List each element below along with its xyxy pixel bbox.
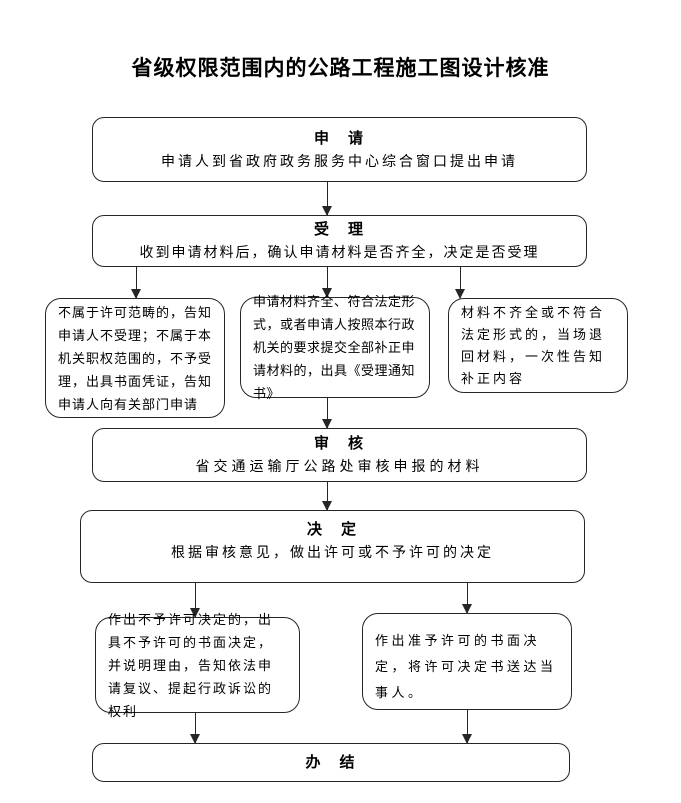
arrow-accept-to-return-materials <box>455 267 465 299</box>
node-decide-heading: 决 定 <box>306 521 358 538</box>
arrow-accept-to-reject-notice <box>131 267 141 299</box>
node-accept-body: 收到申请材料后，确认申请材料是否齐全，决定是否受理 <box>139 244 540 260</box>
page-title: 省级权限范围内的公路工程施工图设计核准 <box>131 57 550 80</box>
node-return-materials: 材料不齐全或不符合法定形式的，当场退回材料，一次性告知补正内容 <box>448 298 628 393</box>
node-complete-heading: 办 结 <box>305 753 357 771</box>
node-complete: 办 结 <box>92 743 570 782</box>
node-grant-decision: 作出准予许可的书面决定，将许可决定书送达当事人。 <box>362 613 572 710</box>
arrow-accept-notice-to-review <box>322 398 332 429</box>
node-apply-heading: 申 请 <box>313 129 365 147</box>
node-decide-body: 根据审核意见，做出许可或不予许可的决定 <box>171 544 494 560</box>
arrow-grant-to-complete <box>462 710 472 744</box>
arrow-deny-to-complete <box>190 713 200 744</box>
node-review-heading: 审 核 <box>313 435 365 452</box>
node-deny-decision-body: 作出不予许可决定的，出具不予许可的书面决定，并说明理由，告知依法申请复议、提起行… <box>108 611 274 719</box>
arrow-review-to-decide <box>322 482 332 511</box>
node-return-materials-body: 材料不齐全或不符合法定形式的，当场退回材料，一次性告知补正内容 <box>461 304 606 386</box>
node-decide: 决 定 根据审核意见，做出许可或不予许可的决定 <box>80 510 585 583</box>
arrow-decide-to-grant <box>462 583 472 614</box>
node-accept-heading: 受 理 <box>313 221 365 238</box>
node-deny-decision: 作出不予许可决定的，出具不予许可的书面决定，并说明理由，告知依法申请复议、提起行… <box>95 612 300 719</box>
node-review: 审 核 省交通运输厅公路处审核申报的材料 <box>92 428 587 482</box>
node-accept-notice: 申请材料齐全、符合法定形式，或者申请人按照本行政机关的要求提交全部补正申请材料的… <box>240 294 430 401</box>
node-accept: 受 理 收到申请材料后，确认申请材料是否齐全，决定是否受理 <box>92 215 587 267</box>
arrow-decide-to-deny <box>190 583 200 618</box>
node-apply: 申 请 申请人到省政府政务服务中心综合窗口提出申请 <box>92 117 587 182</box>
node-grant-decision-body: 作出准予许可的书面决定，将许可决定书送达当事人。 <box>375 633 557 700</box>
node-review-body: 省交通运输厅公路处审核申报的材料 <box>195 458 484 474</box>
node-accept-notice-body: 申请材料齐全、符合法定形式，或者申请人按照本行政机关的要求提交全部补正申请材料的… <box>253 294 416 401</box>
arrow-accept-to-accept-notice <box>322 267 332 298</box>
node-reject-notice-body: 不属于许可范畴的，告知申请人不受理；不属于本机关职权范围的，不予受理，出具书面凭… <box>58 304 213 412</box>
node-apply-body: 申请人到省政府政务服务中心综合窗口提出申请 <box>161 152 518 169</box>
arrow-apply-to-accept <box>322 182 332 216</box>
node-reject-notice: 不属于许可范畴的，告知申请人不受理；不属于本机关职权范围的，不予受理，出具书面凭… <box>45 298 225 418</box>
